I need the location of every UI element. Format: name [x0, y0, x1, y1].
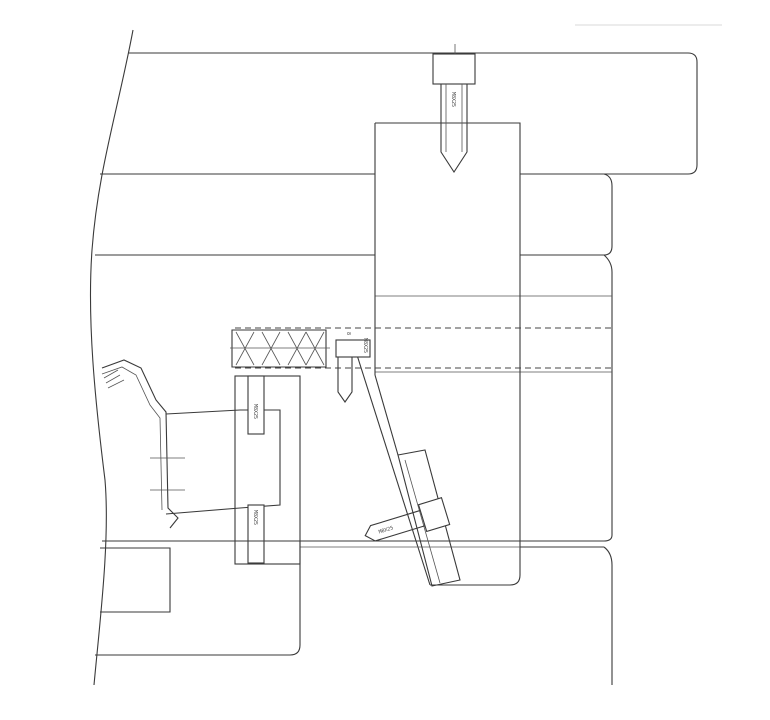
spring-coil-pattern [235, 331, 325, 366]
stop-screw-label: М8Х25 [362, 338, 368, 353]
slider-block [375, 122, 521, 586]
angled-face-inner [374, 374, 399, 456]
insert-screw-upper-label: М8Х25 [252, 404, 258, 419]
angled-screw-label: М8Х25 [378, 525, 394, 535]
top-clamp-plate [128, 52, 698, 175]
left-break-line [89, 29, 134, 686]
angled-face [356, 354, 431, 586]
part-lip [101, 366, 163, 511]
insert-screw-upper [247, 375, 265, 435]
insert-screw-lower-label: М8Х25 [252, 510, 258, 525]
top-screw-body [440, 84, 468, 174]
right-plate-middle [520, 254, 613, 542]
bottom-plate-left [100, 547, 171, 613]
insert-screw-lower [247, 504, 265, 564]
spring-dim-label: 8 [345, 332, 351, 335]
bottom-plate [95, 541, 301, 656]
part-profile [101, 359, 179, 529]
spring-outline [231, 329, 327, 368]
right-plate-lower [603, 546, 613, 685]
right-plate-upper [520, 173, 613, 256]
top-screw-head [432, 53, 476, 85]
stop-screw-head [335, 339, 371, 358]
wedge-lock [397, 449, 461, 587]
stop-screw-body [337, 357, 353, 403]
core-insert [165, 409, 281, 515]
insert-guide-pin [234, 375, 301, 565]
part-hatch [103, 369, 125, 389]
angled-screw: М8Х25 [364, 497, 451, 542]
top-screw-label: М8Х25 [450, 92, 456, 107]
wedge-lock-inner [404, 459, 441, 584]
